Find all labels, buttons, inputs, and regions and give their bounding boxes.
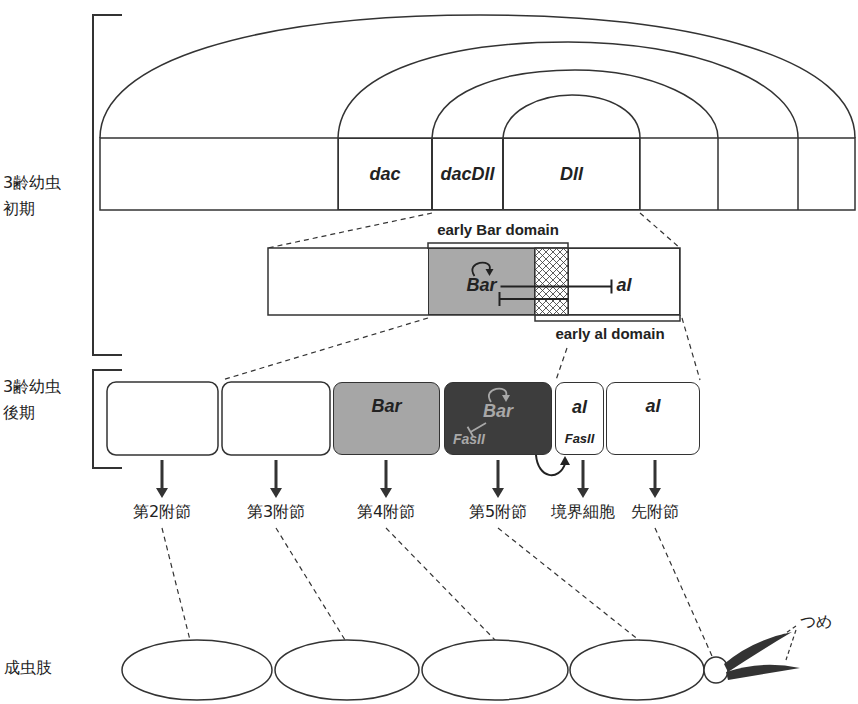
segment-label: 第2附節 [133,502,191,523]
fate-arrowhead [492,488,504,498]
bar-domain-cell: Bar [428,248,535,315]
fate-arrowhead [156,488,168,498]
gene-domain-cell: dacDll [432,138,503,210]
disc-fold [503,95,640,138]
part-label: つめ [800,612,832,633]
inhibition-bar [468,427,474,437]
gene-label: al [572,397,587,418]
gene-label: FasII [453,431,485,447]
al-domain-cell: al [568,248,680,315]
connector-line [500,298,569,300]
tarsal-segment [275,640,419,700]
arrowhead [485,269,493,276]
gene-label: Bar [483,401,513,422]
gene-label: Dll [560,164,583,185]
stage-label: 3齢幼虫 後期 [3,374,69,425]
segment-label: 第4附節 [357,502,415,523]
leader-line [776,626,796,660]
segment-box [107,382,218,455]
tarsal-segment [122,640,272,700]
band-divider [338,138,798,210]
segment-box: al [606,382,700,455]
stage-label: 成虫肢 [4,658,52,679]
disc-band [100,138,855,210]
disc-fold [100,15,855,138]
tarsal-segment [570,640,704,700]
overlap-zone [535,248,568,315]
domain-label: early al domain [555,325,664,342]
domain-bracket [535,315,680,321]
boundary-cell-box: alFasII [555,382,604,455]
claw [726,665,800,680]
gene-domain-cell: dac [338,138,432,210]
segment-box: Bar [333,382,440,455]
segment-box: BarFasII [444,382,552,455]
gene-label: dacDll [440,164,494,185]
pretarsus [704,657,728,683]
inhibition-bar [499,292,501,306]
connector-line [536,455,565,475]
gene-label: FasII [565,431,595,446]
correspondence-line [162,528,712,656]
stage-label: 3齢幼虫 初期 [3,170,69,221]
domain-band [268,248,680,315]
fate-arrowhead [649,488,661,498]
zoom-line [222,318,700,380]
segment-label: 先附節 [631,502,679,523]
inhibition-line [471,423,486,432]
arrowhead [502,395,510,402]
gene-label: al [645,396,660,417]
gene-label: Bar [466,275,496,296]
fate-arrowhead [577,488,589,498]
gene-domain-cell: Dll [503,138,640,210]
fate-arrowhead [156,488,661,498]
zoom-line [268,213,680,248]
gene-label: Bar [371,396,401,417]
connector-line [501,286,612,288]
arrowhead [560,456,570,465]
fate-arrow [162,460,655,490]
gene-label: al [616,275,631,296]
gene-label: dac [369,164,400,185]
segment-label: 境界細胞 [551,502,615,523]
inhibition-bar [610,280,612,294]
domain-label: early Bar domain [437,221,559,238]
inhibition-connector [501,280,612,294]
tarsal-segment [422,640,568,700]
fate-arrowhead [380,488,392,498]
segment-box [222,382,330,455]
disc-fold [338,42,798,138]
segment-label: 第3附節 [247,502,305,523]
activation-arrow [536,455,570,475]
disc-fold [432,70,718,138]
segment-label: 第5附節 [469,502,527,523]
inhibition-connector [500,292,569,306]
fate-arrowhead [270,488,282,498]
fate-arrow [162,460,655,490]
